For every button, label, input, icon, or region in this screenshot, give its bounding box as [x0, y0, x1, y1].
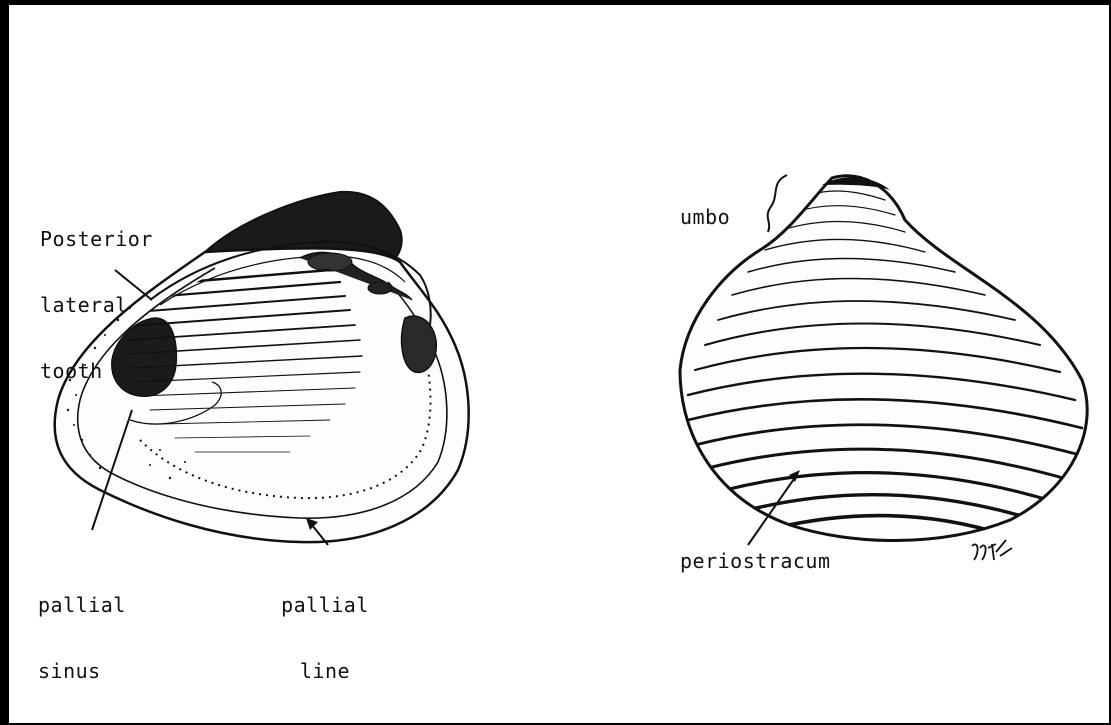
label-pallial-line-line1: pallial [270, 594, 380, 616]
artist-signature [972, 540, 1012, 560]
label-posterior-line3: tooth [40, 360, 153, 382]
label-pallial-line-line2: line [270, 660, 380, 682]
right-shell-exterior [680, 176, 1087, 541]
label-posterior-lateral-tooth: Posterior lateral tooth [40, 184, 153, 404]
label-posterior-line1: Posterior [40, 228, 153, 250]
label-posterior-line2: lateral [40, 294, 153, 316]
label-periostracum: periostracum [680, 550, 831, 572]
umbo-bracket [768, 175, 787, 232]
label-pallial-line: pallial line [270, 550, 380, 704]
label-umbo: umbo [680, 206, 730, 228]
label-pallial-sinus-line1: pallial [38, 594, 126, 616]
label-pallial-sinus: pallial sinus [38, 550, 126, 704]
label-pallial-sinus-line2: sinus [38, 660, 126, 682]
